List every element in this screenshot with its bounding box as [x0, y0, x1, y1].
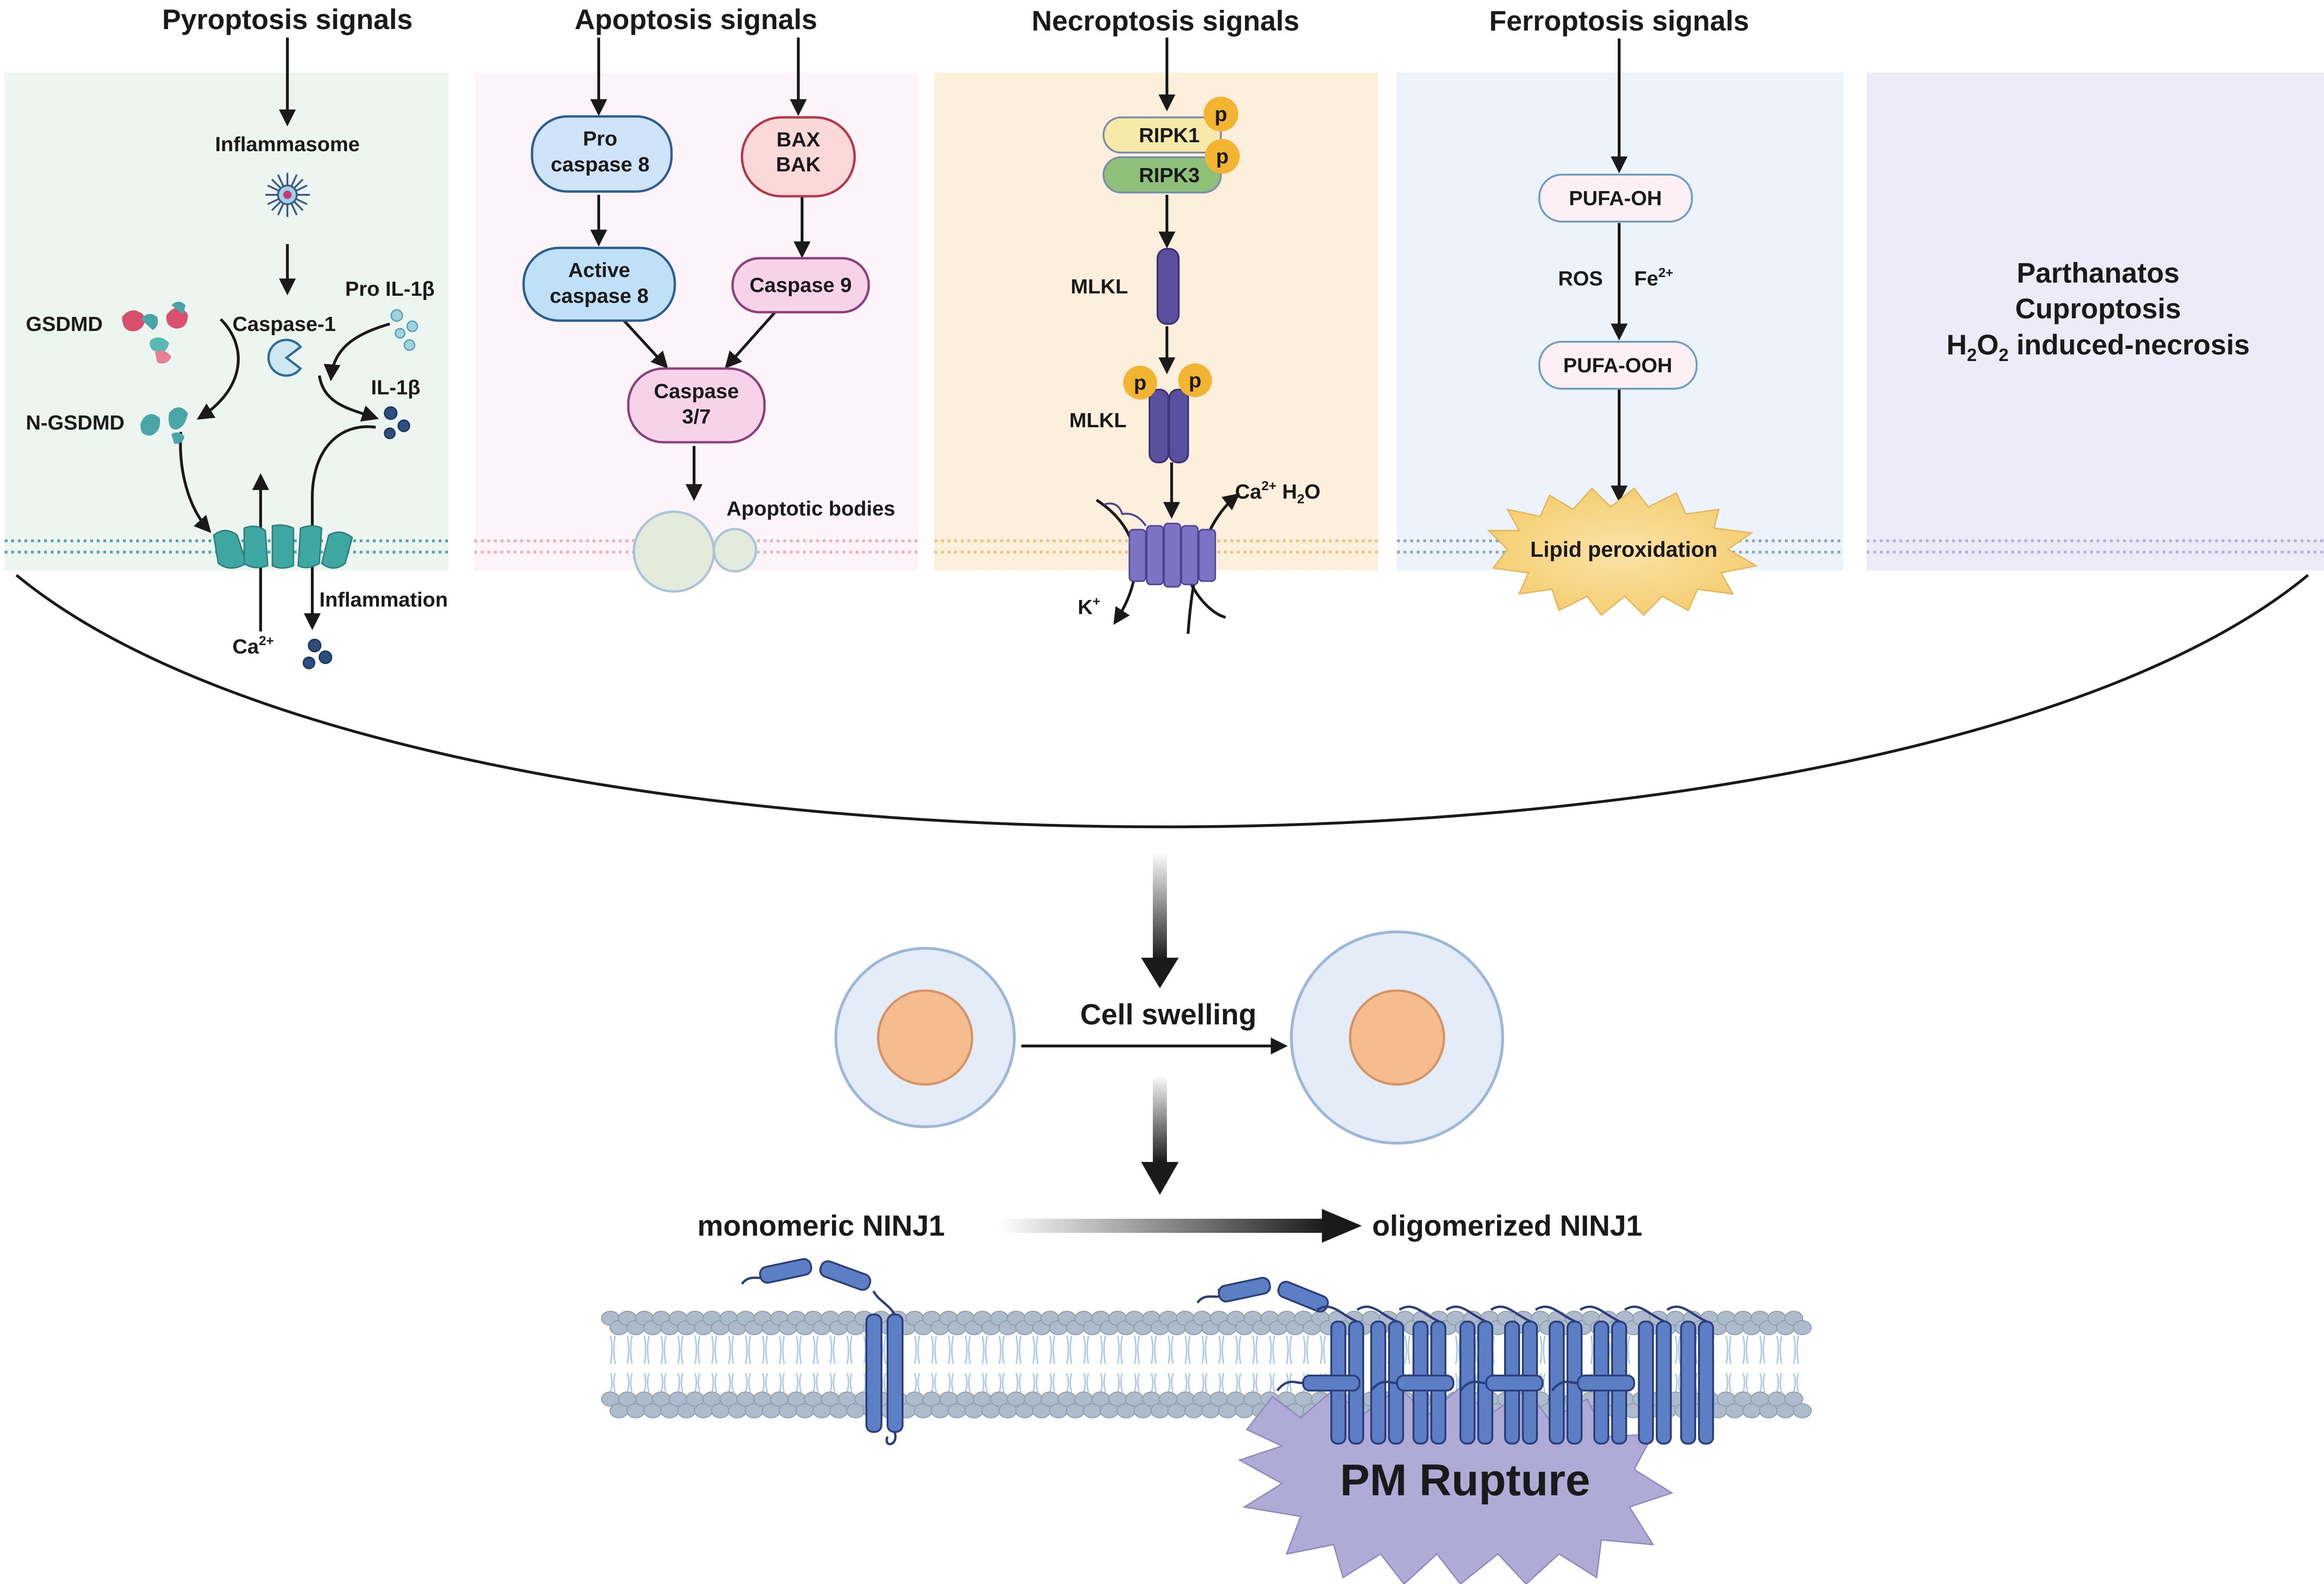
n-gsdmd-label: N-GSDMD — [26, 411, 124, 434]
pufa-ooh-label: PUFA-OOH — [1563, 354, 1672, 377]
active-caspase8-line2: caspase 8 — [550, 285, 649, 308]
apoptosis-title: Apoptosis signals — [575, 4, 818, 35]
caspase37-line2: 3/7 — [682, 405, 710, 428]
plasma-membrane-bilayer — [601, 1311, 1812, 1418]
down-arrow-2-shaft — [1153, 1075, 1167, 1162]
active-caspase8-node — [522, 246, 676, 322]
mlkl-dimer-right — [1168, 389, 1189, 463]
lipid-peroxidation-burst — [1487, 487, 1759, 616]
inflammasome-label: Inflammasome — [215, 133, 360, 156]
cell-swelling-label: Cell swelling — [1080, 999, 1257, 1031]
ninj1-transition-arrow-shaft — [998, 1219, 1327, 1233]
ripk3-phospho-label: p — [1216, 145, 1229, 168]
necroptosis-panel — [934, 73, 1378, 570]
ripk3-phospho-icon — [1205, 139, 1240, 174]
released-il1b-icon — [302, 638, 332, 669]
down-arrow-1-shaft — [1153, 852, 1167, 960]
il1b-label: IL-1β — [371, 376, 420, 399]
ripk1-phospho-label: p — [1215, 103, 1228, 126]
active-caspase8-line1: Active — [568, 259, 630, 282]
il1b-icon — [384, 406, 410, 439]
nucleus-before — [877, 989, 973, 1086]
apoptotic-bodies-icon — [633, 510, 757, 593]
bak-label: BAK — [776, 153, 821, 176]
apoptosis-arrows — [590, 38, 811, 501]
ripk1-label: RIPK1 — [1139, 124, 1200, 147]
monomeric-ninj1-label: monomeric NINJ1 — [697, 1210, 945, 1242]
pm-rupture-label: PM Rupture — [1340, 1455, 1590, 1505]
mlkl-phospho-right-label: p — [1189, 369, 1202, 392]
pro-il1b-icon — [390, 309, 418, 351]
mlkl-phospho-left-label: p — [1134, 371, 1147, 394]
mlkl-dimer-left — [1149, 389, 1169, 463]
lipid-peroxidation-label: Lipid peroxidation — [1530, 537, 1718, 561]
ripk1-node — [1103, 116, 1222, 154]
mlkl-monomer-icon — [1157, 248, 1180, 325]
pro-caspase8-node — [531, 115, 673, 193]
pro-il1b-label: Pro IL-1β — [345, 277, 435, 300]
n-gsdmd-icon — [140, 407, 188, 444]
inflammation-label: Inflammation — [319, 588, 448, 611]
bax-bak-node — [741, 116, 856, 198]
mlkl-phospho-left-icon — [1123, 366, 1157, 400]
mlkl-label-1: MLKL — [1071, 275, 1128, 298]
pufa-oh-node — [1538, 174, 1693, 223]
down-arrow-1-head — [1141, 958, 1179, 988]
pyro-calcium-label: Ca2+ — [232, 633, 274, 658]
panel-membranes — [5, 539, 2324, 554]
pro-caspase8-line2: caspase 8 — [551, 153, 649, 176]
caspase9-label: Caspase 9 — [749, 274, 852, 297]
h2o2-necrosis-label: H2O2 induced-necrosis — [1946, 329, 2250, 365]
ferroptosis-title: Ferroptosis signals — [1489, 5, 1749, 37]
necro-ca-h2o-label: Ca2+ H2O — [1235, 478, 1320, 506]
caspase1-icon — [267, 338, 302, 377]
caspase9-node — [731, 257, 870, 314]
bax-label: BAX — [777, 128, 820, 151]
necro-potassium-label: K+ — [1078, 594, 1100, 619]
caspase37-node — [627, 367, 766, 444]
inflammasome-icon — [265, 173, 310, 217]
ripk3-node — [1103, 156, 1222, 193]
cell-boundary-curve — [15, 574, 2309, 829]
ninj1-oligomer — [1196, 1276, 1714, 1445]
oligomerized-ninj1-label: oligomerized NINJ1 — [1372, 1210, 1642, 1242]
gsdmd-pore-icon — [213, 524, 353, 569]
apoptotic-bodies-label: Apoptotic bodies — [726, 497, 895, 520]
gsdmd-icon — [122, 301, 188, 364]
ninj1-monomer — [741, 1258, 903, 1446]
ninj1-transition-arrow-head — [1322, 1209, 1362, 1243]
other-death-panel — [1867, 73, 2324, 570]
necroptosis-title: Necroptosis signals — [1032, 5, 1299, 37]
parthanatos-label: Parthanatos — [2017, 257, 2180, 289]
mlkl-label-2: MLKL — [1069, 409, 1127, 432]
pyroptosis-title: Pyroptosis signals — [162, 4, 413, 35]
necroptosis-channel-icon — [1103, 502, 1216, 588]
ros-label: ROS — [1558, 267, 1603, 290]
mlkl-phospho-right-icon — [1178, 363, 1212, 397]
caspase37-line1: Caspase — [654, 380, 739, 403]
iron-label: Fe2+ — [1634, 265, 1673, 290]
gsdmd-label: GSDMD — [26, 313, 103, 336]
pufa-ooh-node — [1538, 341, 1698, 390]
ripk3-label: RIPK3 — [1139, 164, 1200, 187]
pyroptosis-panel — [5, 73, 448, 570]
cuproptosis-label: Cuproptosis — [2015, 293, 2181, 324]
ripk1-phospho-icon — [1204, 97, 1238, 131]
nucleus-after — [1349, 989, 1445, 1086]
caspase1-label: Caspase-1 — [232, 313, 336, 336]
down-arrow-2-head — [1141, 1162, 1179, 1195]
pro-caspase8-line1: Pro — [583, 127, 617, 150]
pufa-oh-label: PUFA-OH — [1569, 187, 1662, 210]
